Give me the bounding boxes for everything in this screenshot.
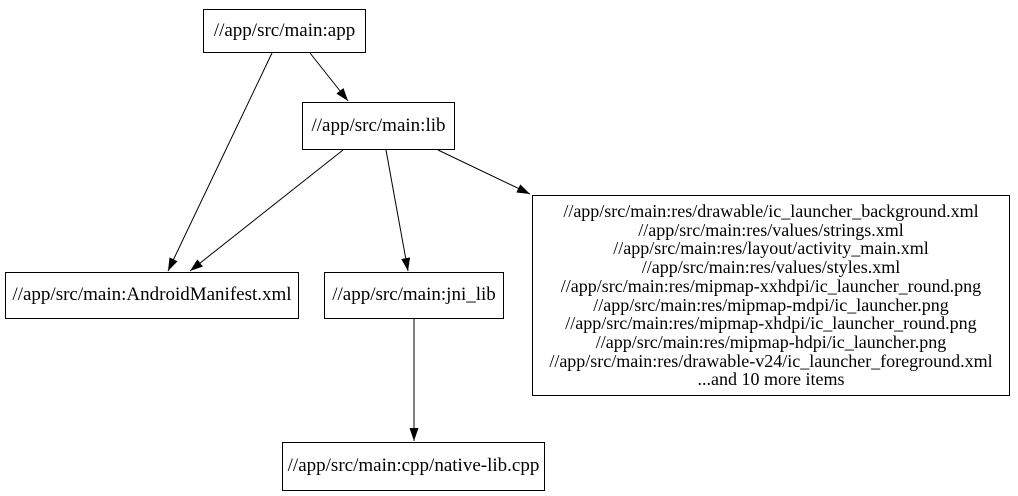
node-jni-lib: //app/src/main:jni_lib <box>324 272 504 319</box>
node-android-manifest: //app/src/main:AndroidManifest.xml <box>5 272 299 319</box>
node-native-lib-cpp: //app/src/main:cpp/native-lib.cpp <box>282 442 545 491</box>
edge-app-to-manifest <box>167 52 273 272</box>
edge-lib-to-manifest <box>189 149 344 272</box>
edge-app-to-lib <box>309 52 349 102</box>
node-resources-group: //app/src/main:res/drawable/ic_launcher_… <box>532 195 1010 396</box>
node-app-target: //app/src/main:app <box>203 9 366 53</box>
node-lib-target: //app/src/main:lib <box>302 102 455 150</box>
edge-lib-to-resources <box>437 149 531 195</box>
edge-lib-to-jni-lib <box>385 149 411 272</box>
